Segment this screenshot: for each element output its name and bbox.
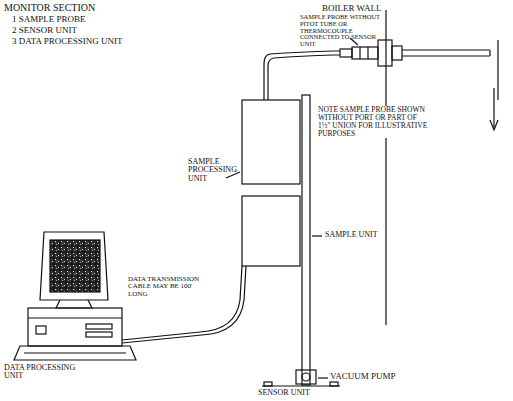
illustration-note: NOTE SAMPLE PROBE SHOWN WITHOUT PORT OR … — [318, 106, 428, 138]
wall-label: BOILER WALL — [322, 4, 382, 13]
part-label: SAMPLE UNIT — [325, 231, 378, 239]
stand-base — [262, 385, 340, 386]
part-label: VACUUM PUMP — [330, 372, 396, 381]
wall-edge — [497, 40, 498, 100]
data-cable — [122, 266, 246, 343]
part-label: SENSOR UNIT — [258, 389, 310, 397]
data-processing-unit — [14, 232, 136, 360]
vacuum-pump — [302, 373, 310, 381]
stand-post — [302, 95, 310, 385]
legend-item: 1 SAMPLE PROBE — [12, 15, 86, 24]
vacuum-pump — [296, 370, 316, 384]
flow-arrow — [493, 88, 494, 128]
sample-tube — [268, 55, 334, 100]
sample-unit-box — [242, 196, 300, 266]
part-label: SAMPLE PROCESSING UNIT — [188, 158, 232, 183]
part-label: DATA PROCESSING UNIT — [4, 364, 82, 381]
sample-tube — [264, 51, 334, 100]
section-title: MONITOR SECTION — [4, 3, 95, 14]
flow-arrowhead — [490, 120, 498, 130]
legend-item: 3 DATA PROCESSING UNIT — [12, 37, 123, 46]
stand-foot — [330, 382, 338, 386]
legend-item: 2 SENSOR UNIT — [12, 26, 77, 35]
leader-line — [312, 235, 322, 236]
boiler-wall — [385, 10, 386, 325]
leader-line — [318, 377, 328, 378]
stand-foot — [264, 382, 272, 386]
data-cable — [122, 266, 242, 340]
probe-note: SAMPLE PROBE WITHOUT PITOT TUBE OR THERM… — [300, 14, 386, 48]
cable-note: DATA TRANSMISSION CABLE MAY BE 100' LONG — [128, 276, 212, 298]
sample-processing-box — [242, 100, 300, 184]
